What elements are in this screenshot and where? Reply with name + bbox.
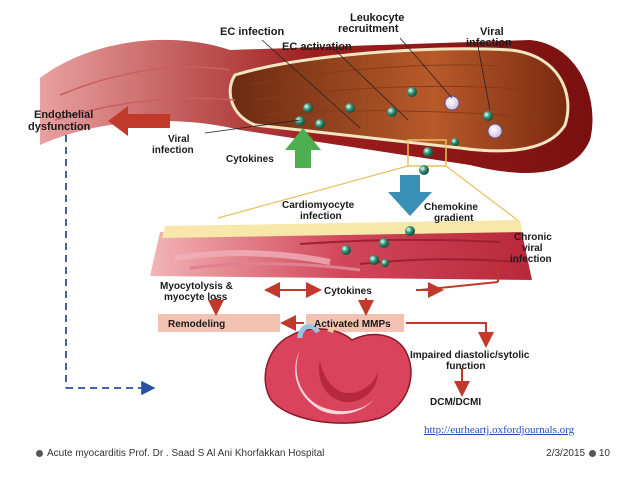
bullet-icon [589,449,597,457]
label-viral-top-line1: Viral [480,26,504,38]
label-remodeling: Remodeling [168,319,225,330]
label-dcm: DCM/DCMI [430,397,481,408]
myocardial-tissue-illustration [150,165,532,280]
label-leukocyte-line2: recruitment [338,23,399,35]
label-myocytolysis-line2: myocyte loss [164,292,228,303]
label-viral-left-line2: infection [152,145,194,156]
label-viral-left-line1: Viral [168,134,190,145]
slide-footer: Acute myocarditis Prof. Dr . Saad S Al A… [0,440,638,470]
label-viral-top-line2: infection [466,37,512,49]
viral-particles-vessel [295,87,493,157]
heart-illustration [264,319,412,424]
dashed-feedback-arrow [65,135,156,396]
zoom-projection-lines [217,165,521,223]
label-cardiomyocyte-line1: Cardiomyocyte [282,200,355,211]
label-cytokines-mid: Cytokines [324,286,372,297]
label-endothelial-line2: dysfunction [28,121,91,133]
flow-arrows [208,266,499,397]
label-chronic-line3: infection [510,254,552,265]
page-number: 10 [598,448,610,459]
label-leukocyte-line1: Leukocyte [350,12,404,24]
footer-left: Acute myocarditis Prof. Dr . Saad S Al A… [36,448,324,459]
footer-left-text: Acute myocarditis Prof. Dr . Saad S Al A… [47,448,325,459]
label-chronic-line1: Chronic [514,232,552,243]
label-chemokine-line2: gradient [434,213,474,224]
label-chronic-line2: viral [522,243,543,254]
label-impaired-line2: function [446,361,485,372]
label-leader-lines [204,37,491,134]
label-activated-mmps: Activated MMPs [314,319,391,330]
leukocyte-cells [444,95,503,139]
source-link[interactable]: http://eurheartj.oxfordjournals.org [424,424,575,436]
label-cytokines-top: Cytokines [226,154,274,165]
label-ec-infection: EC infection [220,26,284,38]
footer-right: 2/3/2015 10 [546,448,610,459]
red-left-arrow [108,106,170,136]
label-ec-activation: EC activation [282,41,352,53]
blue-down-arrow [388,175,432,216]
footer-date: 2/3/2015 [546,448,586,459]
remodeling-box [158,314,280,332]
label-endothelial-line1: Endothelial [34,109,93,121]
label-chemokine-line1: Chemokine [424,202,478,213]
label-impaired-line1: Impaired diastolic/sytolic [410,350,530,361]
green-up-arrow [285,128,321,168]
bullet-icon [36,449,43,457]
label-myocytolysis-line1: Myocytolysis & [160,281,233,292]
label-cardiomyocyte-line2: infection [300,211,342,222]
